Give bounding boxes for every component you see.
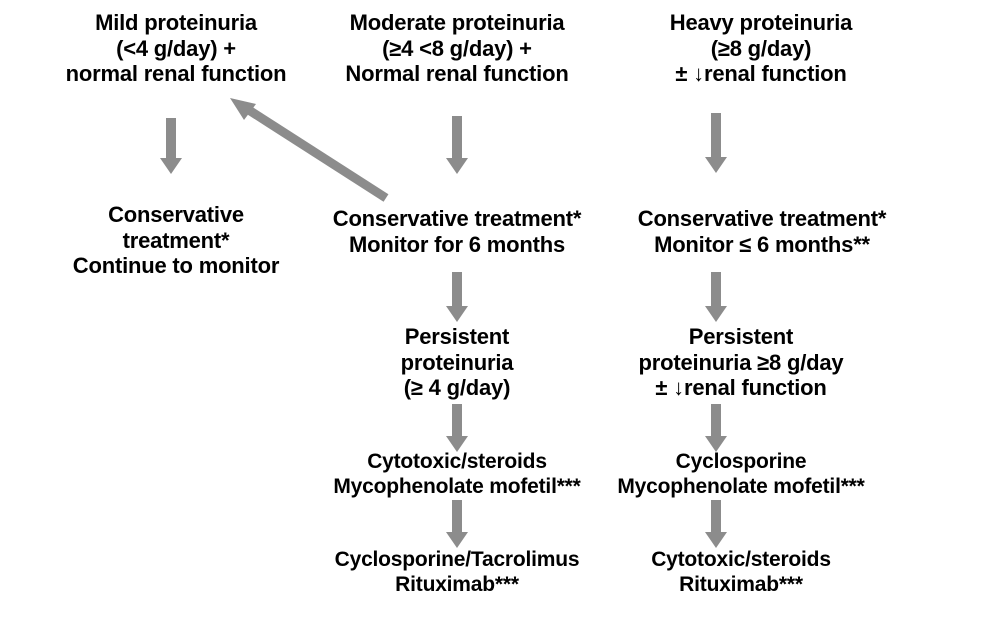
arrow-heavy-header-to-conservative bbox=[700, 113, 732, 173]
node-heavy-header: Heavy proteinuria (≥8 g/day) ± ↓renal fu… bbox=[669, 10, 853, 87]
arrow-head bbox=[705, 157, 727, 173]
node-moderate-persistent: Persistent proteinuria (≥ 4 g/day) bbox=[400, 324, 514, 401]
node-heavy-therapy-2: Cytotoxic/steroids Rituximab*** bbox=[651, 548, 831, 596]
arrow-head bbox=[446, 306, 468, 322]
arrow-head bbox=[705, 306, 727, 322]
arrow-shaft bbox=[711, 272, 721, 308]
arrow-shaft bbox=[452, 404, 462, 438]
arrow-head bbox=[446, 532, 468, 548]
arrow-moderate-therapy1-to-therapy2 bbox=[441, 500, 473, 548]
arrow-mild-header-to-treatment bbox=[155, 118, 187, 174]
arrow-head bbox=[705, 436, 727, 452]
arrow-moderate-persistent-to-therapy1 bbox=[441, 404, 473, 452]
node-moderate-therapy-1: Cytotoxic/steroids Mycophenolate mofetil… bbox=[333, 450, 581, 498]
node-mild-treatment: Conservative treatment* Continue to moni… bbox=[72, 202, 280, 279]
arrow-heavy-conservative-to-persistent bbox=[700, 272, 732, 322]
node-heavy-therapy-1: Cyclosporine Mycophenolate mofetil*** bbox=[617, 450, 865, 498]
arrow-shaft bbox=[711, 500, 721, 534]
diagonal-arrow-shaft bbox=[238, 101, 389, 202]
arrow-shaft bbox=[452, 500, 462, 534]
arrow-shaft bbox=[452, 116, 462, 160]
node-moderate-header: Moderate proteinuria (≥4 <8 g/day) + Nor… bbox=[345, 10, 569, 87]
arrow-shaft bbox=[711, 113, 721, 159]
node-heavy-persistent: Persistent proteinuria ≥8 g/day ± ↓renal… bbox=[638, 324, 844, 401]
arrow-shaft bbox=[711, 404, 721, 438]
node-moderate-conservative: Conservative treatment* Monitor for 6 mo… bbox=[332, 206, 582, 257]
node-heavy-conservative: Conservative treatment* Monitor ≤ 6 mont… bbox=[637, 206, 887, 257]
arrow-head bbox=[160, 158, 182, 174]
arrow-head bbox=[446, 436, 468, 452]
arrow-moderate-conservative-to-persistent bbox=[441, 272, 473, 322]
arrow-heavy-therapy1-to-therapy2 bbox=[700, 500, 732, 548]
arrow-heavy-persistent-to-therapy1 bbox=[700, 404, 732, 452]
arrow-head bbox=[446, 158, 468, 174]
node-moderate-therapy-2: Cyclosporine/Tacrolimus Rituximab*** bbox=[334, 548, 580, 596]
arrow-head bbox=[705, 532, 727, 548]
arrow-shaft bbox=[166, 118, 176, 160]
node-mild-header: Mild proteinuria (<4 g/day) + normal ren… bbox=[65, 10, 287, 87]
arrow-moderate-header-to-conservative bbox=[441, 116, 473, 174]
arrow-shaft bbox=[452, 272, 462, 308]
diagonal-arrow-head bbox=[230, 98, 256, 120]
